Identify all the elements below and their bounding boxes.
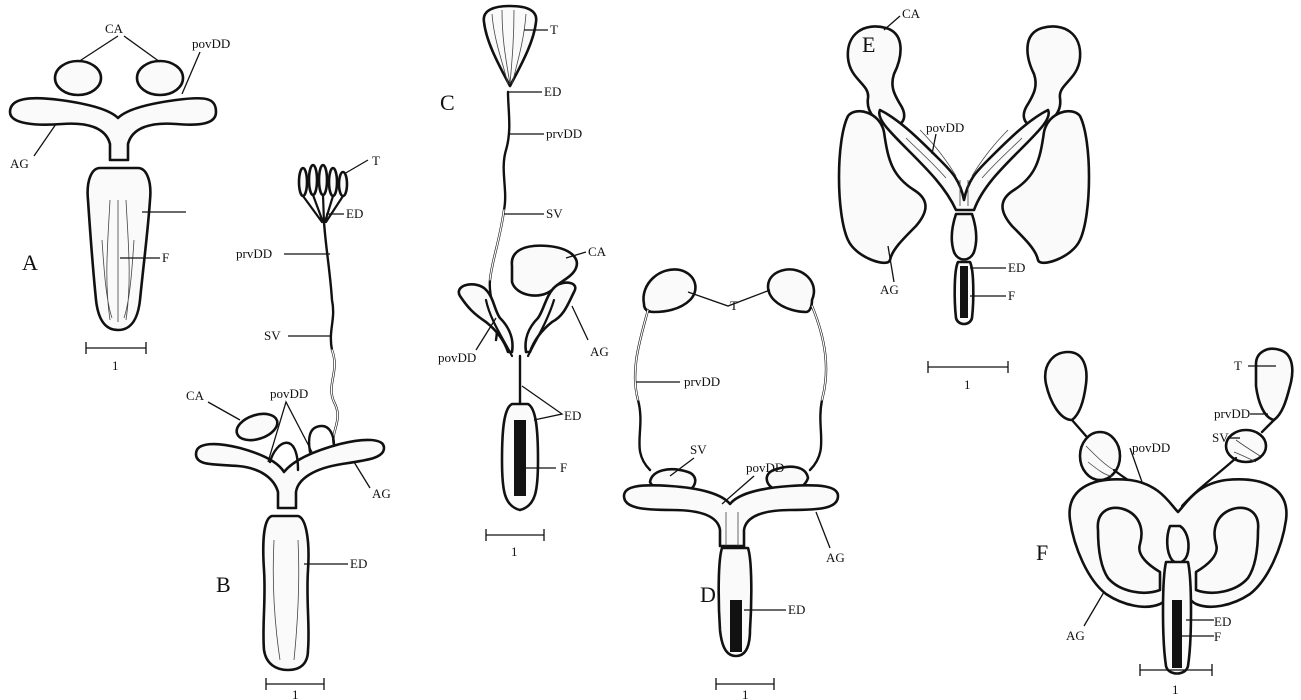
panel-f-label-povdd: povDD: [1132, 440, 1170, 455]
panel-c-label-prvdd: prvDD: [546, 126, 582, 141]
panel-a-accessory-glands: [10, 98, 216, 160]
panel-a-scale-bar: [86, 342, 146, 354]
panel-c-scale-label: 1: [511, 544, 518, 559]
panel-d-label-ed: ED: [788, 602, 805, 617]
panel-e-label-ed: ED: [1008, 260, 1025, 275]
panel-a-label-ag: AG: [10, 156, 29, 171]
panel-b-letter: B: [216, 572, 231, 597]
panel-d-label-t: T: [730, 298, 738, 313]
panel-a-lead-ca-left: [78, 36, 118, 62]
panel-f-letter: F: [1036, 540, 1048, 565]
panel-d-prevesicular-ducts: [635, 306, 826, 470]
panel-f-label-ed: ED: [1214, 614, 1231, 629]
panel-c-label-ed: ED: [564, 408, 581, 423]
panel-f-label-prvdd: prvDD: [1214, 406, 1250, 421]
panel-c-label-povdd: povDD: [438, 350, 476, 365]
panel-a-lead-povdd: [182, 52, 200, 94]
panel-f-seminal-vesicle-left: [1080, 432, 1120, 480]
panel-f-bulb: [1167, 526, 1188, 563]
panel-b-label-ca: CA: [186, 388, 205, 403]
panel-a-corpus-allatum-left: [55, 61, 101, 95]
panel-c-label-ca: CA: [588, 244, 607, 259]
panel-b-label-t: T: [372, 153, 380, 168]
panel-d-label-sv: SV: [690, 442, 707, 457]
panel-a-corpus-allatum-right: [137, 61, 183, 95]
panel-f-scale-label: 1: [1172, 682, 1179, 697]
panel-e-lead-ca: [884, 16, 900, 30]
panel-d: T prvDD SV povDD AG ED D 1: [624, 269, 845, 700]
panel-d-lead-t: [688, 290, 770, 306]
panel-d-testis-left: [643, 269, 695, 312]
panel-c-letter: C: [440, 90, 455, 115]
panel-c-label-ag: AG: [590, 344, 609, 359]
panel-f-testis-left: [1045, 352, 1086, 420]
panel-b-label-povdd: povDD: [270, 386, 308, 401]
panel-a-label-f: F: [162, 250, 169, 265]
panel-b-label-prvdd: prvDD: [236, 246, 272, 261]
panel-b-lead-ag: [354, 462, 370, 488]
panel-a-lead-ca-right: [124, 36, 160, 62]
panel-d-letter: D: [700, 582, 716, 607]
panel-c-label-t: T: [550, 22, 558, 37]
panel-d-lead-ag: [816, 512, 830, 548]
panel-b-ejaculatory-duct: [263, 516, 308, 670]
panel-c: T ED prvDD SV CA AG povDD ED F C 1: [438, 6, 609, 559]
panel-a-scale-label: 1: [112, 358, 119, 373]
panel-e: CA povDD AG ED F E 1: [839, 6, 1089, 392]
panel-e-bulb: [952, 214, 976, 260]
panel-a-label-ca: CA: [105, 21, 124, 36]
panel-e-letter: E: [862, 32, 875, 57]
panel-b-label-sv: SV: [264, 328, 281, 343]
panel-e-scale-label: 1: [964, 377, 971, 392]
panel-f-label-sv: SV: [1212, 430, 1229, 445]
panel-a-lead-ag: [34, 124, 56, 156]
panel-f-label-ag: AG: [1066, 628, 1085, 643]
panel-d-label-povdd: povDD: [746, 460, 784, 475]
panel-f: T prvDD SV povDD AG ED F F 1: [1036, 349, 1292, 697]
panel-f-label-t: T: [1234, 358, 1242, 373]
panel-e-scale-bar: [928, 361, 1008, 373]
panel-c-label-f: F: [560, 460, 567, 475]
panel-a-letter: A: [22, 250, 38, 275]
panel-a-ejaculatory-duct: [88, 168, 151, 330]
panel-b-corpus-allatum: [233, 409, 280, 445]
panel-d-accessory-glands: [624, 485, 838, 546]
panel-b-scale-label: 1: [292, 687, 299, 700]
panel-c-label-sv: SV: [546, 206, 563, 221]
panel-b-accessory-glands: [196, 440, 384, 508]
panel-c-label-ed-top: ED: [544, 84, 561, 99]
panel-c-lead-ag: [572, 306, 588, 340]
panel-e-label-povdd: povDD: [926, 120, 964, 135]
panel-e-label-ag: AG: [880, 282, 899, 297]
panel-b-lead-ca: [208, 402, 240, 420]
panel-d-label-prvdd: prvDD: [684, 374, 720, 389]
panel-c-testis: [484, 6, 536, 86]
panel-b-label-ed-top: ED: [346, 206, 363, 221]
panel-f-testis-right: [1256, 349, 1292, 420]
panel-b-lead-t: [344, 160, 368, 174]
panel-f-lead-ag: [1084, 592, 1104, 626]
panel-d-scale-label: 1: [742, 687, 749, 700]
panel-b-label-ed: ED: [350, 556, 367, 571]
panel-a: CA povDD AG F A 1: [10, 21, 230, 373]
panel-b: T ED prvDD SV CA povDD AG ED B 1: [186, 153, 391, 700]
panel-d-label-ag: AG: [826, 550, 845, 565]
panel-e-label-ca: CA: [902, 6, 921, 21]
panel-c-scale-bar: [486, 529, 544, 541]
panel-d-testis-right: [768, 269, 814, 312]
panel-a-label-povdd: povDD: [192, 36, 230, 51]
panel-e-label-f: F: [1008, 288, 1015, 303]
panel-f-label-f: F: [1214, 629, 1221, 644]
panel-b-label-ag: AG: [372, 486, 391, 501]
panel-b-seminal-vesicle-duct: [324, 222, 338, 445]
